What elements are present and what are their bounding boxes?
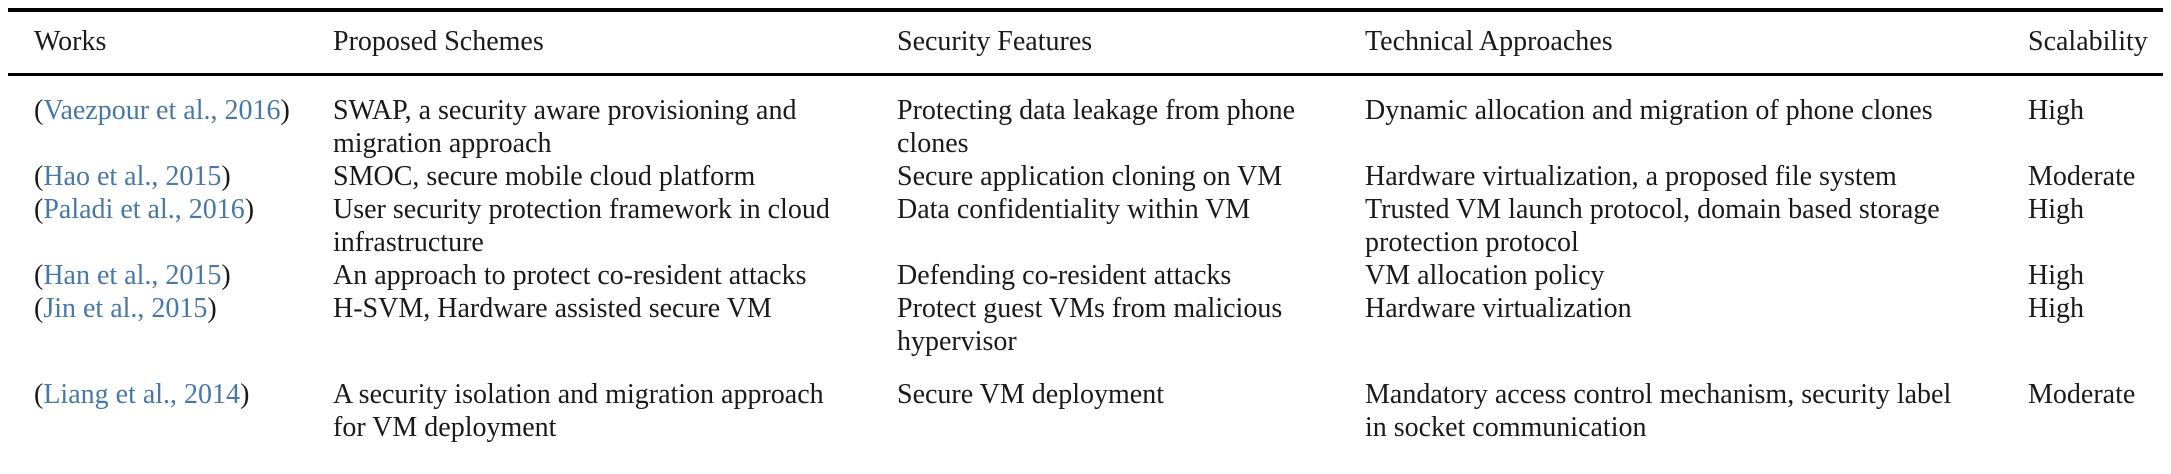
cell-technical-approaches: Mandatory access control mechanism, secu… bbox=[1365, 379, 1952, 443]
paren-close: ) bbox=[221, 161, 231, 192]
cell-works: (Hao et al., 2015) bbox=[8, 160, 333, 193]
citation-link[interactable]: Jin et al., 2015 bbox=[43, 293, 208, 324]
column-header-works: Works bbox=[8, 10, 333, 76]
paren-open: ( bbox=[34, 293, 44, 324]
cell-security-features: Protect guest VMs from malicious hypervi… bbox=[897, 293, 1283, 357]
paren-open: ( bbox=[34, 95, 44, 126]
cell-security-features: Protecting data leakage from phone clone… bbox=[897, 95, 1296, 159]
cell-proposed-scheme: SWAP, a security aware provisioning and … bbox=[333, 95, 797, 159]
paren-open: ( bbox=[34, 260, 44, 291]
cell-scalability: Moderate bbox=[2028, 161, 2136, 192]
paren-close: ) bbox=[240, 379, 250, 410]
cell-technical-approaches: VM allocation policy bbox=[1365, 260, 1605, 291]
summary-table: Works Proposed Schemes Security Features… bbox=[8, 8, 2163, 444]
cell-technical-approaches: Hardware virtualization, a proposed file… bbox=[1365, 161, 1897, 192]
paren-close: ) bbox=[221, 260, 231, 291]
paren-open: ( bbox=[34, 379, 44, 410]
cell-scalability: High bbox=[2028, 95, 2084, 126]
paren-open: ( bbox=[34, 194, 44, 225]
paren-close: ) bbox=[244, 194, 255, 225]
column-header-scalability: Scalability bbox=[2028, 10, 2163, 76]
cell-works: (Han et al., 2015) bbox=[8, 259, 333, 292]
cell-proposed-scheme: H-SVM, Hardware assisted secure VM bbox=[333, 293, 772, 324]
paper-table-container: Works Proposed Schemes Security Features… bbox=[8, 8, 2163, 444]
cell-scalability: High bbox=[2028, 260, 2084, 291]
column-header-proposed-schemes: Proposed Schemes bbox=[333, 10, 897, 76]
cell-scalability: Moderate bbox=[2028, 379, 2136, 410]
cell-proposed-scheme: SMOC, secure mobile cloud platform bbox=[333, 161, 756, 192]
header-row: Works Proposed Schemes Security Features… bbox=[8, 10, 2163, 76]
table-row: (Jin et al., 2015) H-SVM, Hardware assis… bbox=[8, 292, 2163, 358]
paren-close: ) bbox=[207, 293, 217, 324]
column-header-technical-approaches: Technical Approaches bbox=[1365, 10, 2028, 76]
cell-security-features: Data confidentiality within VM bbox=[897, 194, 1251, 225]
citation-link[interactable]: Vaezpour et al., 2016 bbox=[43, 95, 281, 126]
cell-proposed-scheme: An approach to protect co-resident attac… bbox=[333, 260, 807, 291]
cell-scalability: High bbox=[2028, 293, 2084, 324]
cell-technical-approaches: Trusted VM launch protocol, domain based… bbox=[1365, 194, 1940, 258]
cell-security-features: Defending co-resident attacks bbox=[897, 260, 1232, 291]
cell-works: (Liang et al., 2014) bbox=[8, 358, 333, 444]
column-header-security-features: Security Features bbox=[897, 10, 1365, 76]
table-row: (Han et al., 2015) An approach to protec… bbox=[8, 259, 2163, 292]
cell-proposed-scheme: User security protection framework in cl… bbox=[333, 194, 830, 258]
cell-works: (Vaezpour et al., 2016) bbox=[8, 75, 333, 161]
cell-proposed-scheme: A security isolation and migration appro… bbox=[333, 379, 824, 443]
paren-close: ) bbox=[280, 95, 290, 126]
table-row: (Hao et al., 2015) SMOC, secure mobile c… bbox=[8, 160, 2163, 193]
cell-security-features: Secure application cloning on VM bbox=[897, 161, 1283, 192]
table-row: (Vaezpour et al., 2016) SWAP, a security… bbox=[8, 75, 2163, 161]
table-row: (Paladi et al., 2016) User security prot… bbox=[8, 193, 2163, 259]
citation-link[interactable]: Hao et al., 2015 bbox=[43, 161, 222, 192]
cell-scalability: High bbox=[2028, 194, 2084, 225]
cell-security-features: Secure VM deployment bbox=[897, 379, 1164, 410]
cell-technical-approaches: Dynamic allocation and migration of phon… bbox=[1365, 95, 1933, 126]
paren-open: ( bbox=[34, 161, 44, 192]
cell-works: (Paladi et al., 2016) bbox=[8, 193, 333, 259]
citation-link[interactable]: Liang et al., 2014 bbox=[43, 379, 241, 410]
cell-works: (Jin et al., 2015) bbox=[8, 292, 333, 358]
citation-link[interactable]: Paladi et al., 2016 bbox=[43, 194, 245, 225]
cell-technical-approaches: Hardware virtualization bbox=[1365, 293, 1632, 324]
citation-link[interactable]: Han et al., 2015 bbox=[43, 260, 222, 291]
table-row: (Liang et al., 2014) A security isolatio… bbox=[8, 358, 2163, 444]
